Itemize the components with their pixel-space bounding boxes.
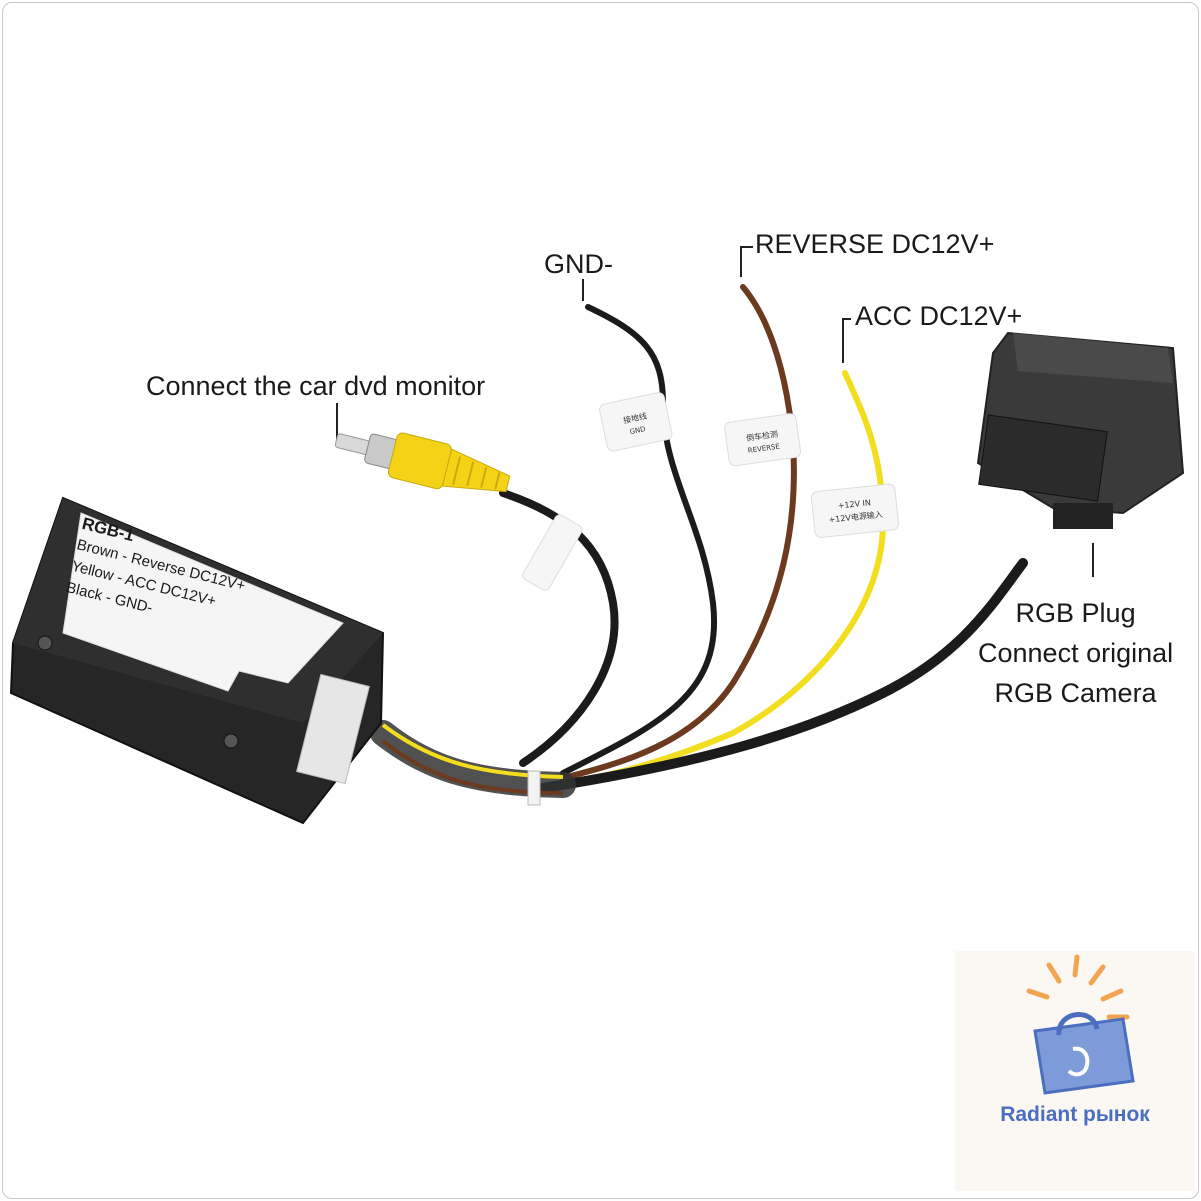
tag-gnd: 接地线 GND [599, 392, 673, 452]
tag-reverse-line1: 倒车检测 [745, 429, 778, 443]
rgb-plug [976, 331, 1185, 529]
callout-rgb-line3: RGB Camera [994, 678, 1157, 708]
callout-acc: ACC DC12V+ [855, 301, 1023, 331]
wire-rca-black [499, 489, 619, 767]
callout-rgb-plug: RGB Plug Connect original RGB Camera [978, 593, 1173, 713]
tag-reverse: 倒车检测 REVERSE [724, 413, 801, 467]
leader-reverse [740, 246, 753, 277]
tag-rca [522, 514, 583, 591]
callout-rgb-line2: Connect original [978, 638, 1174, 668]
leader-acc [842, 318, 851, 363]
wire-gnd-black [560, 304, 718, 776]
tag-gnd-line1: 接地线 [622, 411, 648, 426]
control-box [9, 496, 385, 825]
tag-acc: +12V IN +12V电源输入 [810, 483, 900, 538]
shopping-bag-sun-icon [1026, 954, 1135, 1095]
tag-gnd-line2: GND [629, 425, 646, 436]
watermark-text: Radiant рынок [1000, 1103, 1150, 1126]
callout-dvd-monitor: Connect the car dvd monitor [146, 371, 486, 401]
tag-acc-line1: +12V IN [837, 498, 871, 510]
rca-connector [334, 432, 511, 493]
cable-tie [527, 770, 541, 806]
callout-reverse: REVERSE DC12V+ [755, 229, 995, 259]
callout-rgb-line1: RGB Plug [1015, 598, 1136, 628]
callout-gnd: GND- [544, 249, 613, 279]
watermark: Radiant рынок [955, 951, 1195, 1191]
wire-reverse-brown [560, 284, 797, 781]
product-photo: 接地线 GND 倒车检测 REVERSE +12V IN +12V电源输入 [9, 246, 1185, 825]
wire-rgb-cable [538, 558, 1028, 793]
